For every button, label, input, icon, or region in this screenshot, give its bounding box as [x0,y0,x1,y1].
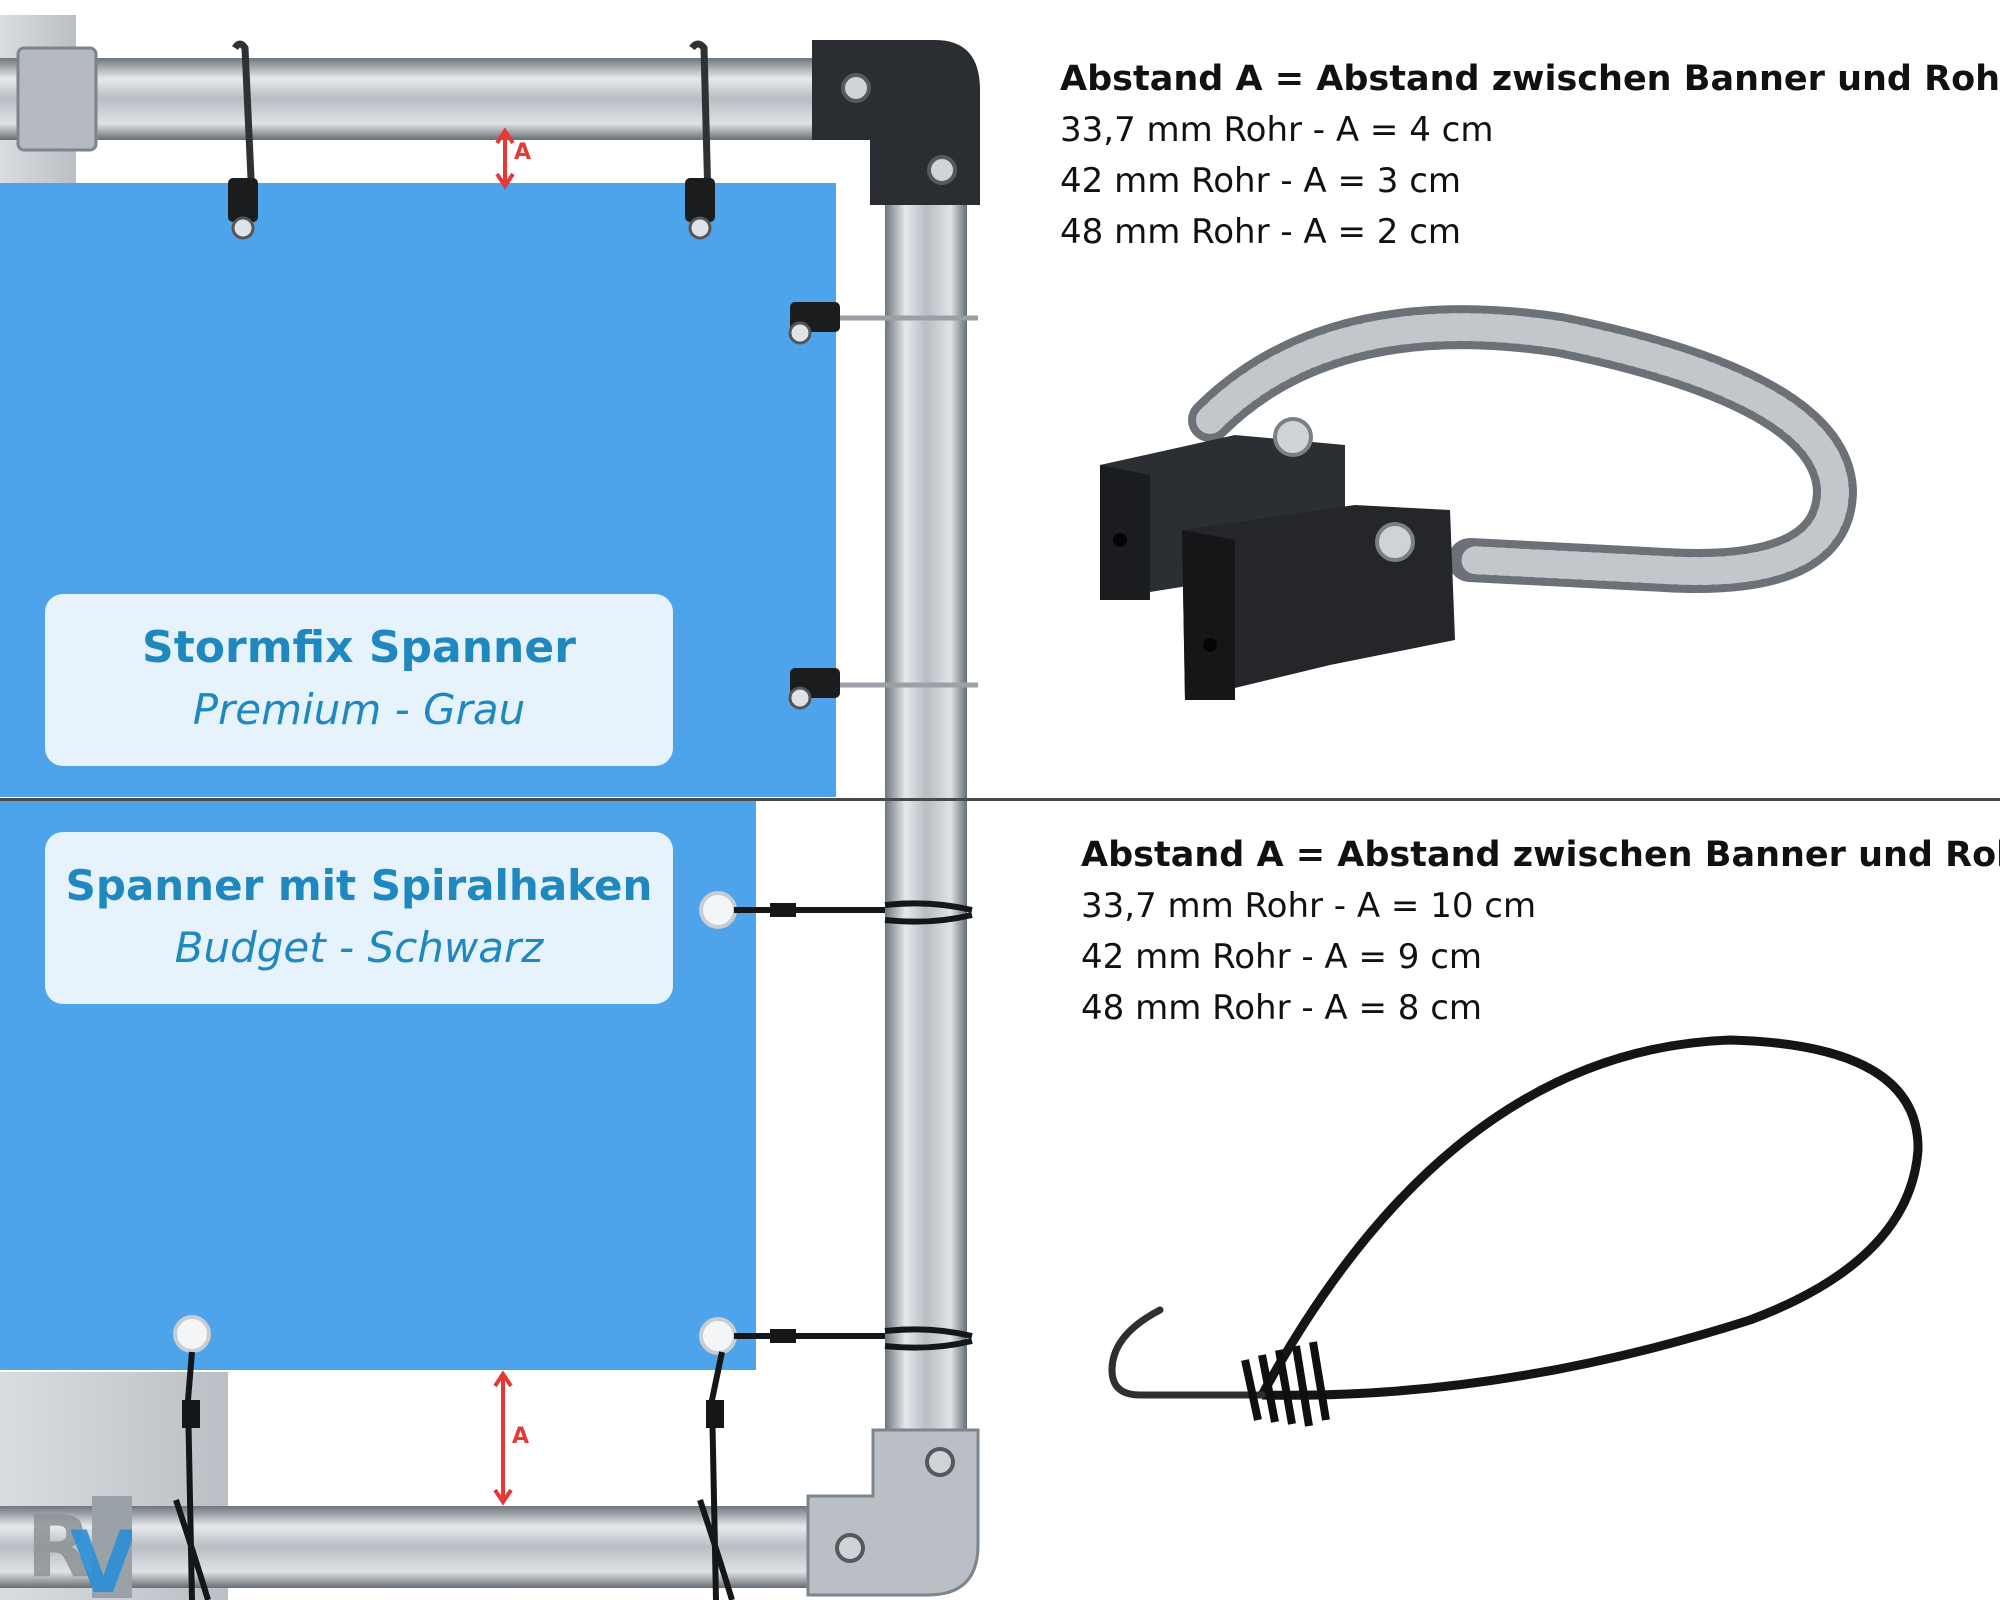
pipe-right [885,150,967,1470]
bungee-bottom-left [173,1315,211,1600]
screw-icon [841,73,871,103]
spiral-hook-subtitle: Budget - Schwarz [174,923,544,972]
rv-logo-icon: R V [22,1488,137,1600]
bungee-side-lower [699,1317,973,1355]
stormfix-subtitle: Premium - Grau [192,685,526,734]
stormfix-side-upper [788,302,978,345]
distance-marker-top [495,127,515,190]
spec-line: 42 mm Rohr - A = 9 cm [1081,937,1483,977]
distance-label-top: A [514,140,532,165]
stormfix-top-right [685,40,715,240]
svg-text:V: V [70,1513,132,1596]
stormfix-label-card: Stormfix Spanner Premium - Grau [45,594,673,766]
spec-line: 48 mm Rohr - A = 2 cm [1060,212,1462,252]
spiral-hook-label-card: Spanner mit Spiralhaken Budget - Schwarz [45,832,673,1004]
spec-block-top: Abstand A = Abstand zwischen Banner und … [1060,54,2000,258]
pipe-top [0,58,920,140]
pipe-clamp-top-left [16,46,98,152]
spec-line: 33,7 mm Rohr - A = 10 cm [1081,886,1537,926]
svg-text:R: R [26,1497,92,1596]
spec-block-bottom: Abstand A = Abstand zwischen Banner und … [1081,830,2000,1034]
screw-icon [835,1533,865,1563]
screw-icon [927,155,957,185]
spec-line: 42 mm Rohr - A = 3 cm [1060,161,1462,201]
distance-marker-bottom [493,1370,513,1506]
spec-heading: Abstand A = Abstand zwischen Banner und … [1060,59,2000,99]
stormfix-tensioner-icon [1100,305,1858,700]
stormfix-side-lower [788,668,978,710]
bungee-hook-icon [1108,1035,1923,1427]
stormfix-title: Stormfix Spanner [142,622,576,673]
distance-label-bottom: A [512,1424,530,1449]
pipe-bottom [0,1506,890,1588]
screw-icon [925,1447,955,1477]
section-divider [0,798,2000,801]
pipe-clamp-bottom-left [92,1496,132,1598]
spiral-hook-title: Spanner mit Spiralhaken [65,861,653,910]
stormfix-top-left [228,40,258,240]
spec-line: 33,7 mm Rohr - A = 4 cm [1060,110,1494,150]
bungee-bottom-right [697,1351,735,1600]
spec-line: 48 mm Rohr - A = 8 cm [1081,988,1483,1028]
spec-heading: Abstand A = Abstand zwischen Banner und … [1081,835,2000,875]
bungee-side-upper [699,891,973,929]
corner-connector-top [812,40,980,205]
